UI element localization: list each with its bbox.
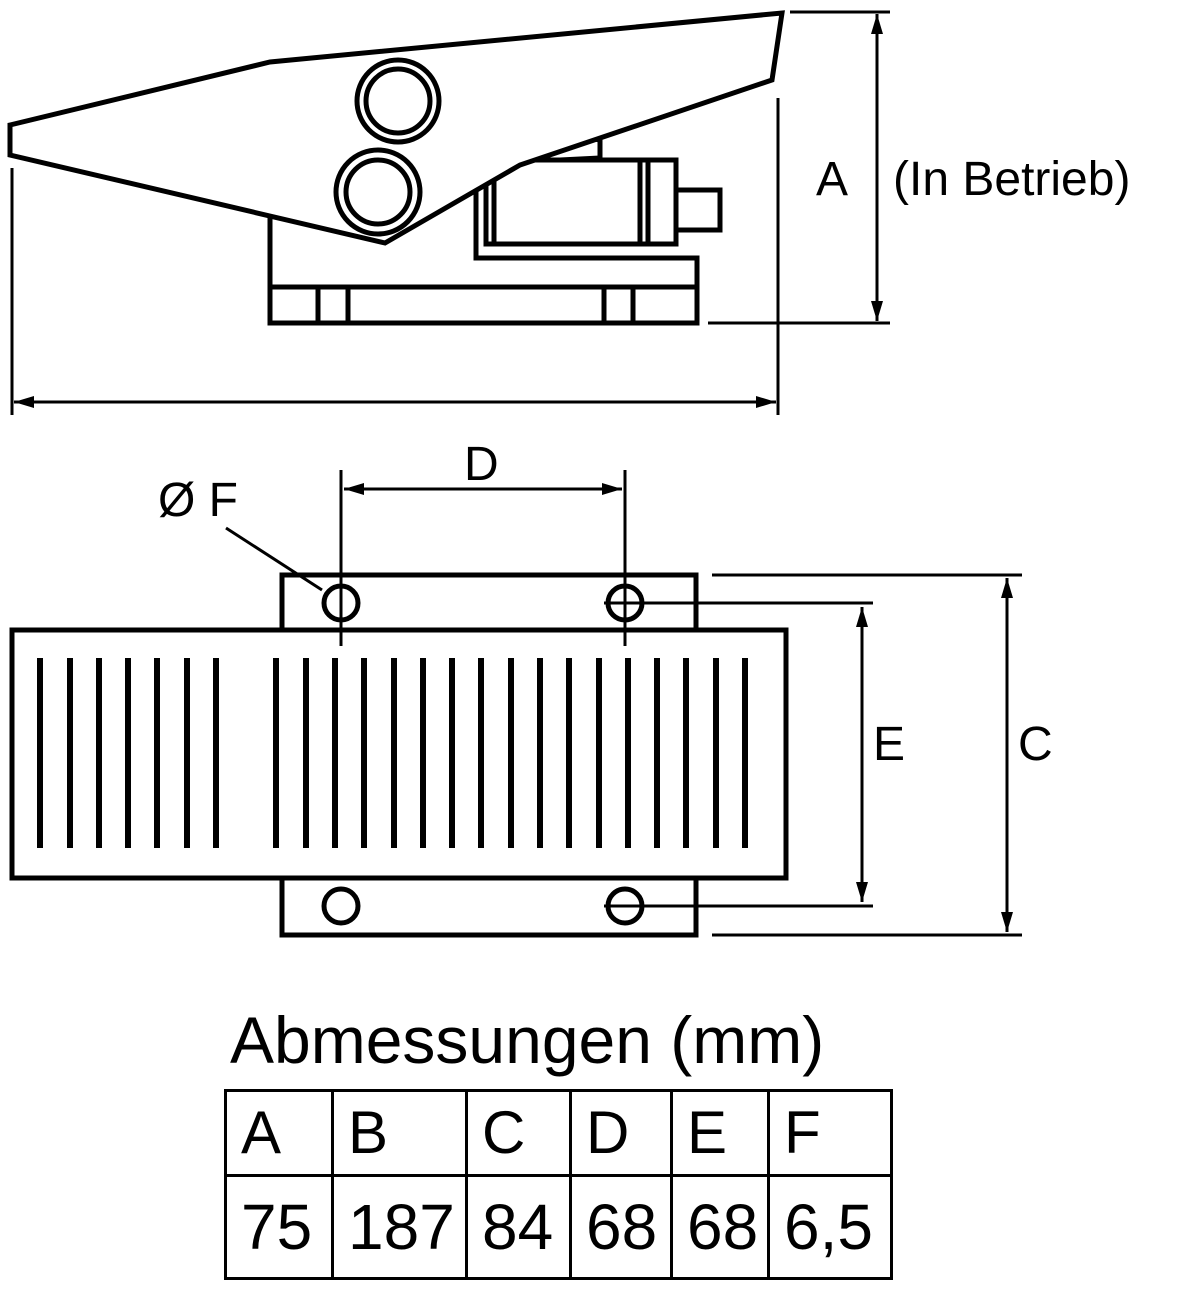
header-cell-c: C [465, 1089, 572, 1177]
header-cell-e: E [670, 1089, 770, 1177]
dimension-lines-top [225, 470, 1022, 937]
table-title: Abmessungen (mm) [230, 1003, 825, 1077]
value-cell-b: 187 [331, 1174, 468, 1280]
dimension-label-a: A [816, 153, 848, 206]
header-cell-d: D [569, 1089, 673, 1177]
header-cell-b: B [331, 1089, 468, 1177]
in-betrieb-note: (In Betrieb) [893, 153, 1130, 206]
top-view [9, 572, 789, 938]
side-view [7, 10, 785, 326]
mounting-hole-bottom-left [321, 886, 361, 926]
value-cell-d: 68 [569, 1174, 673, 1280]
grip-slots [37, 658, 748, 848]
header-cell-a: A [224, 1089, 334, 1177]
table-header-row: A B C D E F [224, 1089, 893, 1177]
roller-top [354, 57, 442, 145]
dimension-lines-side [10, 10, 890, 415]
header-cell-f: F [767, 1089, 893, 1177]
table-values-row: 75 187 84 68 68 6,5 [224, 1174, 893, 1280]
base-plate [267, 284, 700, 326]
dimension-label-c: C [1018, 718, 1053, 771]
value-cell-f: 6,5 [767, 1174, 893, 1280]
dimensions-table: A B C D E F 75 187 84 68 68 6,5 [224, 1089, 893, 1280]
body-block [267, 185, 700, 290]
value-cell-a: 75 [224, 1174, 334, 1280]
dimension-label-d: D [464, 438, 499, 491]
value-cell-c: 84 [465, 1174, 572, 1280]
value-cell-e: 68 [670, 1174, 770, 1280]
dimension-label-f: Ø F [158, 474, 238, 527]
dimension-label-e: E [873, 718, 905, 771]
roller-bottom [333, 147, 423, 237]
